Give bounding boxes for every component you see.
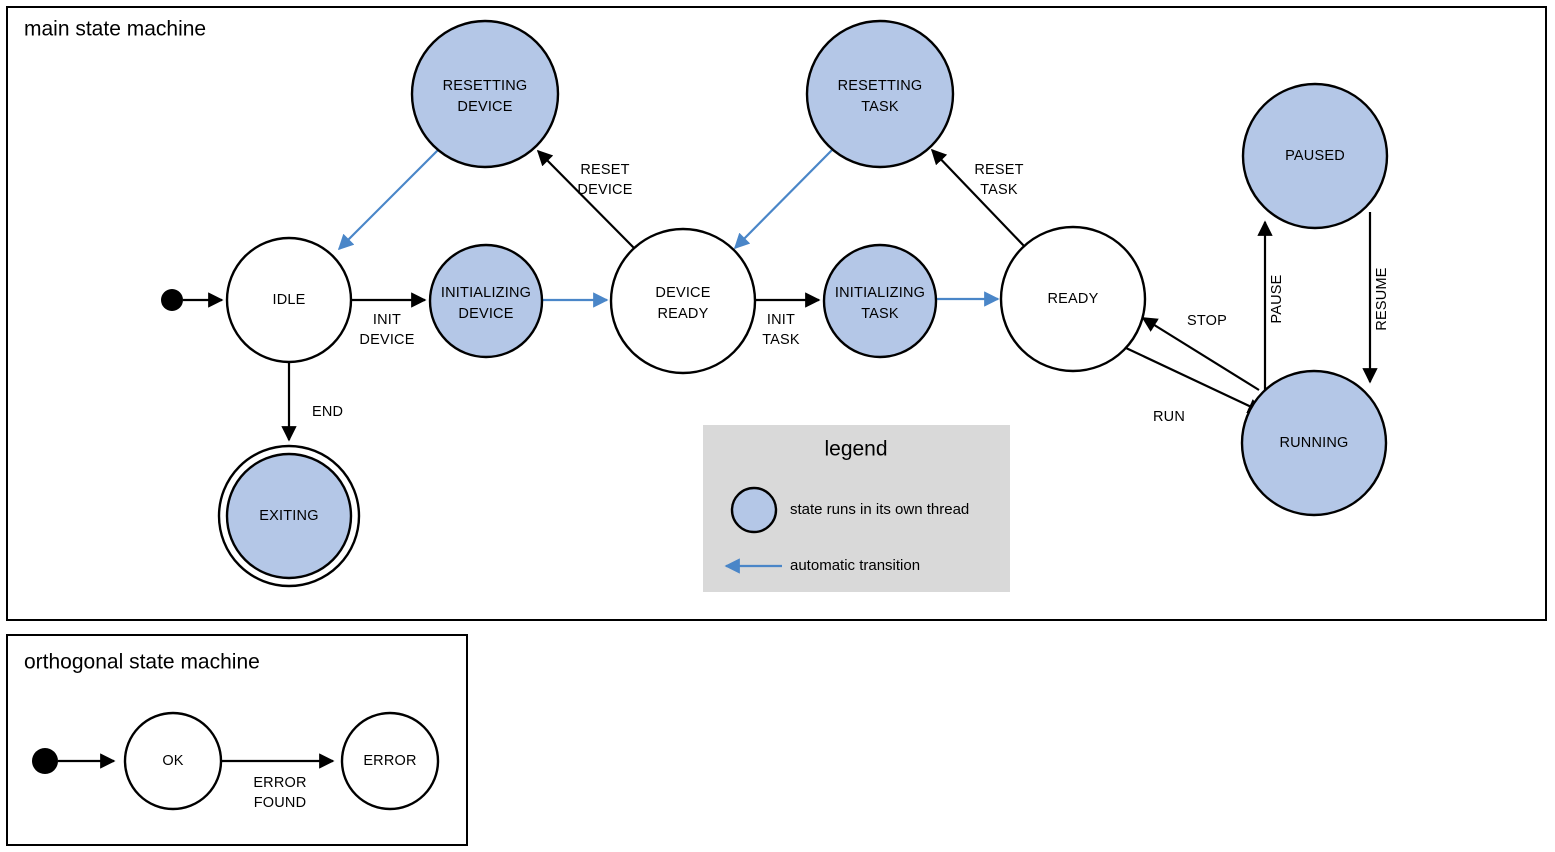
- transition-label-end: END: [312, 404, 343, 420]
- transition-label-init-task-line2: TASK: [762, 332, 800, 348]
- state-label-idle: IDLE: [272, 292, 305, 308]
- transition-device-ready-to-resetting-device: RESET DEVICE: [536, 149, 635, 249]
- orthogonal-initial-state-marker: [32, 748, 58, 774]
- state-label-resetting-device-line1: RESETTING: [443, 78, 528, 94]
- legend-item-label-automatic-transition: automatic transition: [790, 557, 920, 574]
- state-label-paused: PAUSED: [1285, 148, 1345, 164]
- transition-label-init-device-line1: INIT: [373, 312, 401, 328]
- transition-resetting-task-to-device-ready: [733, 149, 833, 250]
- transition-ready-to-resetting-task: RESET TASK: [930, 148, 1026, 248]
- transition-label-error-found-line1: ERROR: [253, 775, 306, 791]
- state-running[interactable]: RUNNING: [1240, 369, 1388, 517]
- transition-label-init-task-line1: INIT: [767, 312, 795, 328]
- transition-label-reset-task-line2: TASK: [980, 182, 1018, 198]
- transition-label-run: RUN: [1153, 409, 1185, 425]
- state-resetting-device[interactable]: RESETTING DEVICE: [410, 19, 560, 169]
- transition-paused-to-running: RESUME: [1362, 212, 1390, 384]
- initial-state-marker: [161, 289, 183, 311]
- transition-ok-to-error: ERROR FOUND: [221, 753, 335, 811]
- transition-resetting-device-to-idle: [337, 149, 439, 251]
- transition-idle-to-exiting: END: [281, 362, 343, 442]
- legend-item-label-thread-state: state runs in its own thread: [790, 501, 969, 518]
- state-resetting-task[interactable]: RESETTING TASK: [805, 19, 955, 169]
- state-label-ok: OK: [162, 753, 183, 769]
- state-label-initializing-device-line1: INITIALIZING: [441, 285, 531, 301]
- state-error[interactable]: ERROR: [340, 711, 440, 811]
- state-label-device-ready-line2: READY: [658, 306, 709, 322]
- transition-running-to-paused: PAUSE: [1257, 220, 1285, 390]
- state-initializing-device[interactable]: INITIALIZING DEVICE: [428, 243, 544, 359]
- transition-running-to-ready: STOP: [1141, 313, 1260, 391]
- state-ok[interactable]: OK: [123, 711, 223, 811]
- state-label-resetting-task-line1: RESETTING: [838, 78, 923, 94]
- state-label-initializing-device-line2: DEVICE: [458, 306, 513, 322]
- transition-label-pause: PAUSE: [1269, 274, 1285, 323]
- state-exiting[interactable]: EXITING: [217, 444, 361, 588]
- transition-label-reset-device-line1: RESET: [580, 162, 629, 178]
- state-label-error: ERROR: [363, 753, 416, 769]
- legend: legend state runs in its own thread auto…: [703, 425, 1010, 592]
- state-label-resetting-device-line2: DEVICE: [457, 99, 512, 115]
- transition-label-error-found-line2: FOUND: [254, 795, 307, 811]
- legend-thread-state-swatch: [730, 486, 778, 534]
- state-label-resetting-task-line2: TASK: [861, 99, 899, 115]
- transition-device-ready-to-initializing-task: INIT TASK: [755, 292, 821, 348]
- transition-label-init-device-line2: DEVICE: [359, 332, 414, 348]
- state-idle[interactable]: IDLE: [225, 236, 353, 364]
- transition-ready-to-running: RUN: [1125, 347, 1264, 425]
- transition-label-reset-task-line1: RESET: [974, 162, 1023, 178]
- state-label-initializing-task-line2: TASK: [861, 306, 899, 322]
- orthogonal-state-machine-title: orthogonal state machine: [24, 651, 260, 674]
- state-initializing-task[interactable]: INITIALIZING TASK: [822, 243, 938, 359]
- legend-title: legend: [824, 438, 887, 461]
- main-state-machine-title: main state machine: [24, 18, 206, 41]
- state-label-exiting: EXITING: [259, 508, 318, 524]
- transition-label-reset-device-line2: DEVICE: [577, 182, 632, 198]
- transition-label-resume: RESUME: [1374, 267, 1390, 330]
- state-label-running: RUNNING: [1279, 435, 1348, 451]
- transition-idle-to-initializing-device: INIT DEVICE: [351, 292, 427, 348]
- state-device-ready[interactable]: DEVICE READY: [609, 227, 757, 375]
- state-label-device-ready-line1: DEVICE: [655, 285, 710, 301]
- state-paused[interactable]: PAUSED: [1241, 82, 1389, 230]
- state-label-initializing-task-line1: INITIALIZING: [835, 285, 925, 301]
- state-ready[interactable]: READY: [999, 225, 1147, 373]
- transition-label-stop: STOP: [1187, 313, 1227, 329]
- state-label-ready: READY: [1048, 291, 1099, 307]
